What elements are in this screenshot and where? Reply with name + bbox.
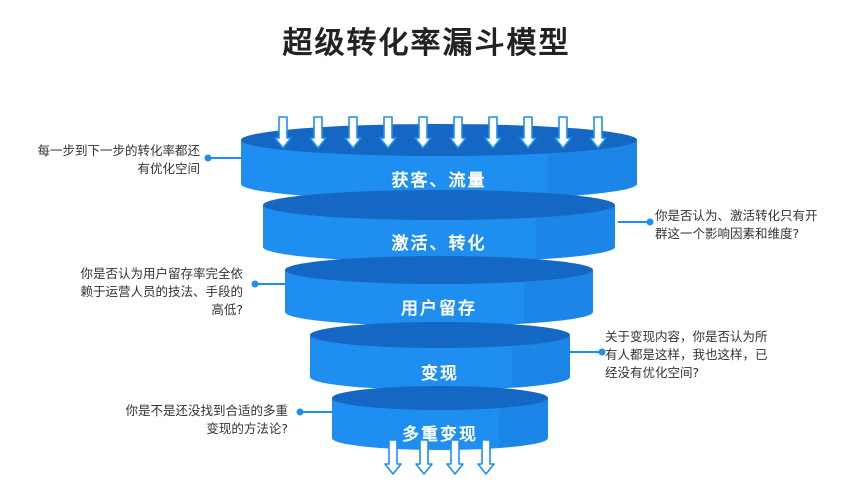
funnel-stage-0-body	[241, 140, 637, 200]
note-4-line-0: 你是不是还没找到合适的多重	[125, 403, 288, 418]
outflow-arrow-0	[384, 439, 402, 475]
note-0-line-1: 有优化空间	[137, 161, 200, 176]
inflow-arrow-2	[344, 116, 362, 149]
funnel-stage-2-label: 用户留存	[401, 298, 477, 319]
inflow-arrow-5	[449, 116, 467, 149]
note-4: 你是不是还没找到合适的多重 变现的方法论?	[92, 402, 288, 438]
funnel-stage-4-body	[332, 398, 548, 450]
note-2-line-0: 你是否认为用户留存率完全依	[80, 266, 243, 281]
note-2: 你是否认为用户留存率完全依 赖于运营人员的技法、手段的 高低?	[55, 265, 243, 319]
funnel-stage-0-top	[241, 124, 637, 156]
note-3-line-2: 经没有优化空间?	[605, 365, 700, 380]
funnel-stage-2-top	[285, 256, 593, 284]
funnel-stage-2-shade	[523, 270, 593, 324]
note-dot-3	[598, 348, 606, 356]
outflow-arrow-1	[415, 439, 433, 475]
funnel-stage-0-label: 获客、流量	[392, 170, 487, 191]
note-1: 你是否认为、激活转化只有开 群这一个影响因素和维度?	[655, 207, 850, 243]
inflow-arrow-6	[484, 116, 502, 149]
funnel-stage-3-shade	[511, 335, 570, 388]
funnel-stage-4-shade	[499, 398, 548, 448]
funnel-stage-3-body	[310, 335, 570, 390]
funnel-stage-1-body	[263, 205, 615, 262]
outflow-arrow-3	[477, 439, 495, 475]
note-0-line-0: 每一步到下一步的转化率都还	[37, 143, 200, 158]
funnel-stage-1-label: 激活、转化	[392, 233, 487, 254]
note-0: 每一步到下一步的转化率都还 有优化空间	[10, 142, 200, 178]
note-3-line-0: 关于变现内容，你是否认为所	[605, 329, 768, 344]
note-4-line-1: 变现的方法论?	[206, 421, 288, 436]
note-dot-1	[646, 218, 654, 226]
note-1-line-0: 你是否认为、激活转化只有开	[655, 208, 818, 223]
inflow-arrow-4	[414, 116, 432, 149]
note-1-line-1: 群这一个影响因素和维度?	[655, 226, 800, 241]
note-dot-0	[204, 154, 212, 162]
inflow-arrow-3	[379, 116, 397, 149]
note-3-line-1: 有人都是这样，我也这样，已	[605, 347, 768, 362]
outflow-arrow-2	[446, 439, 464, 475]
inflow-arrow-8	[554, 116, 572, 149]
inflow-arrow-9	[589, 116, 607, 149]
funnel-stage-4-label: 多重变现	[402, 424, 478, 445]
note-2-line-2: 高低?	[211, 302, 243, 317]
funnel-stage-4-top	[332, 386, 548, 410]
note-dot-2	[251, 280, 259, 288]
inflow-arrow-1	[309, 116, 327, 149]
note-2-line-1: 赖于运营人员的技法、手段的	[80, 284, 243, 299]
funnel-stage-1-top	[263, 190, 615, 220]
inflow-arrow-7	[519, 116, 537, 149]
inflow-arrow-0	[274, 116, 292, 149]
funnel-stage-0-shade	[547, 140, 637, 197]
funnel-stage-3-label: 变现	[421, 363, 459, 384]
page-title: 超级转化率漏斗模型	[282, 26, 571, 61]
funnel-stage-3-top	[310, 322, 570, 348]
note-3: 关于变现内容，你是否认为所 有人都是这样，我也这样，已 经没有优化空间?	[605, 328, 805, 382]
note-dot-4	[296, 408, 304, 416]
funnel-stage-1-shade	[535, 205, 615, 259]
funnel-stage-2-body	[285, 270, 593, 326]
